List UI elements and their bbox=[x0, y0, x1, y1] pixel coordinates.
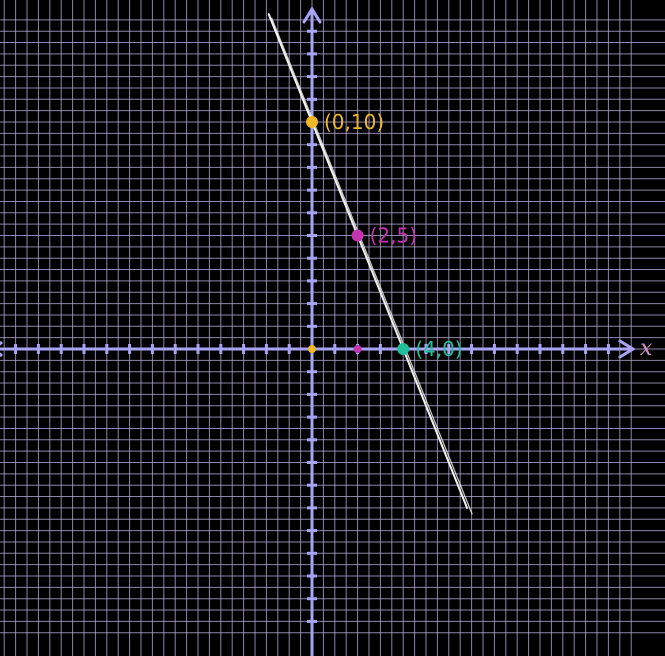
plotted-line bbox=[267, 13, 473, 515]
point-label: (2,5) bbox=[370, 224, 417, 248]
axis-tick-dot bbox=[308, 345, 316, 353]
line-stroke bbox=[267, 13, 469, 509]
data-point bbox=[306, 116, 318, 128]
data-point bbox=[351, 229, 364, 242]
axis-tick-dot bbox=[353, 345, 362, 353]
axis-ticks bbox=[14, 29, 610, 623]
line-stroke-secondary bbox=[271, 17, 473, 515]
data-points: (0,10) (2,5) (4,0) bbox=[306, 110, 463, 361]
point-label: (4,0) bbox=[415, 337, 462, 361]
point-label: (0,10) bbox=[324, 110, 384, 134]
data-point bbox=[397, 343, 410, 355]
y-axis-arrow bbox=[302, 6, 322, 24]
x-axis-arrow bbox=[618, 339, 636, 359]
x-axis-label: x bbox=[640, 336, 653, 361]
